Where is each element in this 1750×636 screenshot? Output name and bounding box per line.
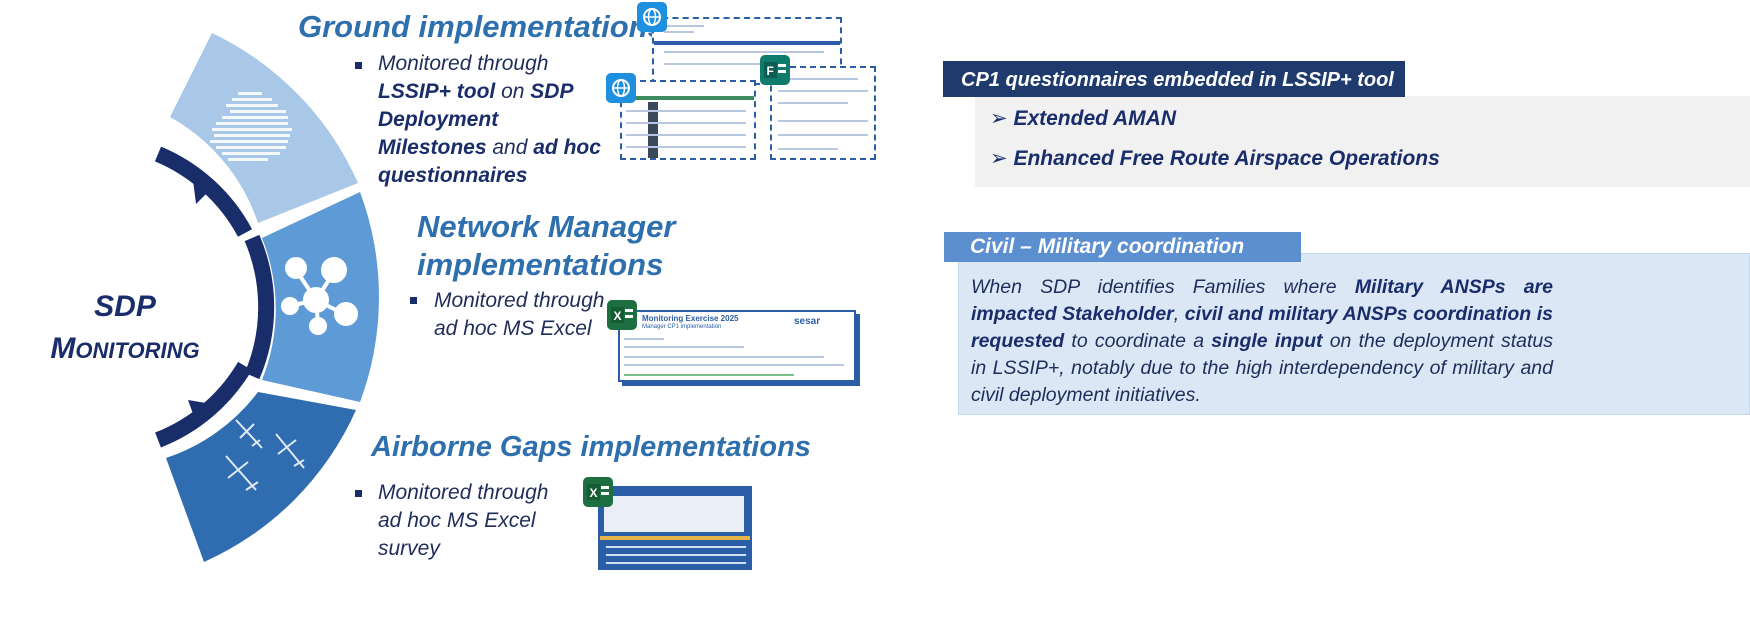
- svg-text:X: X: [590, 486, 598, 500]
- monitoring-wheel: [154, 33, 379, 562]
- chevron-right-icon: ➢: [990, 147, 1014, 170]
- hub-title: SDP MONITORING: [40, 286, 210, 372]
- hub-title-line1: SDP: [94, 290, 156, 323]
- civil-tag: Civil – Military coordination: [944, 232, 1301, 262]
- airborne-bullet-marker: [355, 490, 362, 497]
- airborne-segment: [166, 392, 356, 562]
- arrow-head-top: [192, 172, 214, 204]
- nm-excel-subtitle: Manager CP1 implementation: [642, 324, 722, 330]
- airborne-survey-screenshot: [598, 486, 752, 570]
- nm-excel-screenshot: Monitoring Exercise 2025 Manager CP1 imp…: [618, 310, 856, 382]
- network-icon: [281, 257, 358, 335]
- chevron-right-icon: ➢: [990, 107, 1014, 130]
- nm-bullet-marker: [410, 297, 417, 304]
- ground-bullet-text: Monitored through LSSIP+ tool on SDP Dep…: [378, 52, 601, 187]
- svg-text:F: F: [767, 64, 774, 78]
- nm-title-line1: Network Manager: [417, 209, 676, 244]
- cp1-item-2: ➢ Enhanced Free Route Airspace Operation…: [990, 147, 1440, 170]
- cp1-item-1: ➢ Extended AMAN: [990, 107, 1177, 130]
- forms-app-icon: F: [760, 55, 790, 85]
- ground-title: Ground implementations: [298, 9, 665, 44]
- excel-app-icon: X: [607, 300, 637, 330]
- sesar-logo: sesar: [794, 316, 821, 327]
- cp1-panel: [975, 96, 1750, 187]
- nm-excel-title: Monitoring Exercise 2025: [642, 314, 739, 323]
- inner-arc-mid: [244, 234, 275, 380]
- globe-app-icon: [637, 2, 667, 32]
- civil-text: When SDP identifies Families where Milit…: [971, 276, 1554, 406]
- airborne-title: Airborne Gaps implementations: [371, 431, 811, 463]
- airplanes-icon: [225, 419, 305, 491]
- ground-bullet-marker: [355, 62, 362, 69]
- svg-text:X: X: [614, 309, 622, 323]
- europe-map-icon: [210, 92, 292, 161]
- excel-app-icon-2: X: [583, 477, 613, 507]
- nm-title-line2: implementations: [417, 247, 664, 282]
- hub-title-line2: MONITORING: [50, 332, 200, 365]
- inner-arc-bottom: [154, 361, 252, 448]
- arrow-head-bottom: [188, 400, 212, 422]
- globe-app-icon-2: [606, 73, 636, 103]
- lssip-screenshot-table: [620, 80, 756, 160]
- nm-title: Network Manager implementations: [417, 206, 675, 286]
- civil-panel: [958, 253, 1750, 415]
- cp1-tag: CP1 questionnaires embedded in LSSIP+ to…: [943, 61, 1405, 97]
